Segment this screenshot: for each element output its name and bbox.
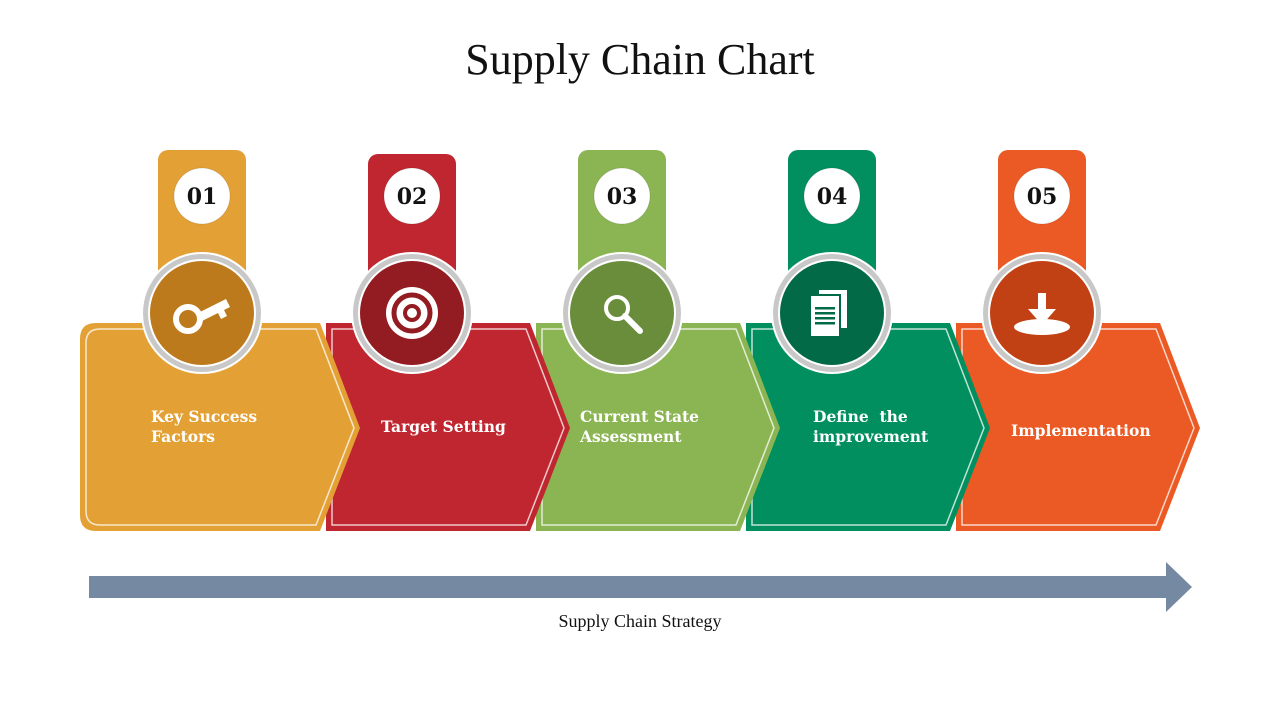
step-04-header: 04 [771, 150, 893, 374]
step-number: 03 [607, 184, 638, 210]
target-icon [386, 287, 438, 339]
number-badge [383, 167, 441, 225]
step-number: 05 [1027, 184, 1058, 210]
icon-circle [570, 261, 674, 365]
number-badge [1013, 167, 1071, 225]
key-icon [173, 299, 230, 334]
chevron-step-1 [80, 323, 360, 531]
number-badge [593, 167, 651, 225]
step-number: 04 [817, 184, 848, 210]
number-badge [803, 167, 861, 225]
step-05-header: 05 [981, 150, 1103, 374]
magnifier-icon [604, 295, 643, 334]
step-label-02: Target Setting [381, 417, 506, 437]
step-label-line: Current State [580, 407, 700, 426]
documents-icon [809, 288, 849, 338]
step-02-header: 02 [351, 154, 473, 374]
step-label-line: Implementation [1011, 421, 1151, 440]
step-label-line: Assessment [580, 427, 682, 446]
step-03-header: 03 [561, 150, 683, 374]
step-label-line: Target Setting [381, 417, 506, 436]
step-label-line: Define the [813, 407, 908, 426]
number-badge [173, 167, 231, 225]
download-icon [1014, 293, 1070, 335]
strategy-label: Supply Chain Strategy [558, 611, 722, 631]
step-number: 01 [187, 184, 218, 210]
step-label-line: improvement [813, 427, 929, 446]
step-label-line: Key Success [151, 407, 258, 426]
step-label-05: Implementation [1011, 421, 1151, 441]
strategy-arrow [89, 562, 1192, 612]
page-title: Supply Chain Chart [465, 35, 815, 84]
step-label-line: Factors [151, 427, 216, 446]
step-number: 02 [397, 184, 428, 210]
step-01-header: 01 [141, 150, 263, 374]
